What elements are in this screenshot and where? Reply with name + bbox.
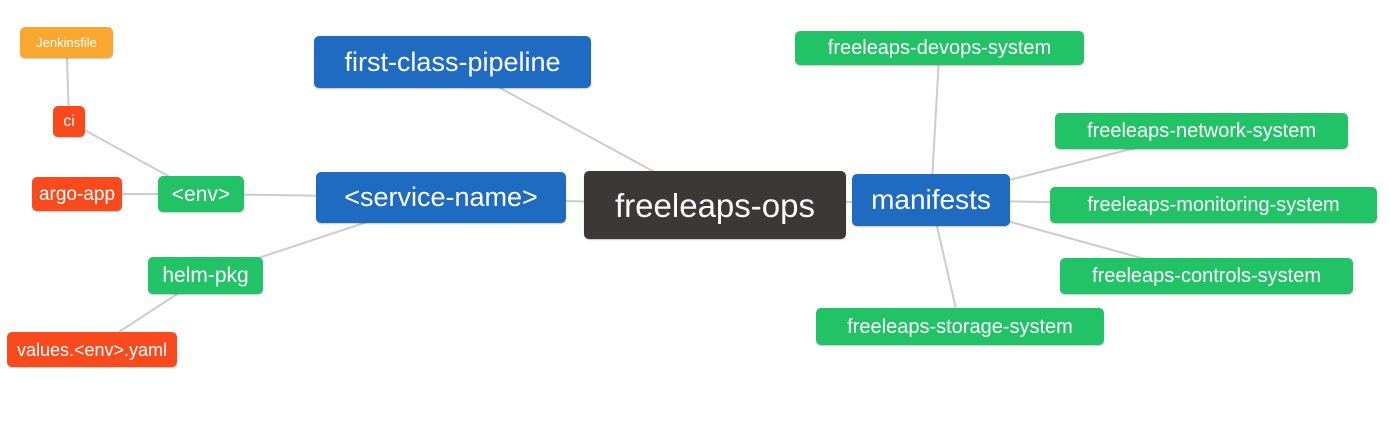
node-label-env: <env> — [171, 182, 231, 206]
node-service-name[interactable]: <service-name> — [316, 172, 566, 223]
node-first-class-pipeline[interactable]: first-class-pipeline — [314, 36, 591, 88]
node-label-helm-pkg: helm-pkg — [162, 264, 249, 287]
node-monitoring-system[interactable]: freeleaps-monitoring-system — [1050, 187, 1377, 223]
node-label-network-system: freeleaps-network-system — [1087, 120, 1316, 142]
node-label-service-name: <service-name> — [344, 182, 538, 212]
node-jenkinsfile[interactable]: Jenkinsfile — [20, 27, 113, 58]
node-label-ci: ci — [63, 112, 75, 130]
node-helm-pkg[interactable]: helm-pkg — [148, 257, 263, 294]
node-devops-system[interactable]: freeleaps-devops-system — [795, 31, 1084, 65]
node-label-controls-system: freeleaps-controls-system — [1092, 265, 1321, 287]
node-label-freeleaps-ops: freeleaps-ops — [615, 186, 815, 224]
node-values-env-yaml[interactable]: values.<env>.yaml — [7, 332, 177, 367]
node-label-argo-app: argo-app — [38, 183, 116, 205]
node-freeleaps-ops[interactable]: freeleaps-ops — [584, 171, 846, 239]
node-controls-system[interactable]: freeleaps-controls-system — [1060, 258, 1353, 294]
node-argo-app[interactable]: argo-app — [32, 177, 122, 211]
node-network-system[interactable]: freeleaps-network-system — [1055, 113, 1348, 149]
node-label-monitoring-system: freeleaps-monitoring-system — [1087, 194, 1340, 216]
node-label-devops-system: freeleaps-devops-system — [827, 37, 1052, 59]
node-manifests[interactable]: manifests — [852, 174, 1010, 226]
node-storage-system[interactable]: freeleaps-storage-system — [816, 308, 1104, 345]
node-label-first-class-pipeline: first-class-pipeline — [344, 46, 561, 77]
node-label-jenkinsfile: Jenkinsfile — [36, 35, 97, 50]
node-label-manifests: manifests — [871, 184, 991, 215]
node-env[interactable]: <env> — [158, 176, 244, 212]
node-label-storage-system: freeleaps-storage-system — [847, 315, 1073, 338]
node-ci[interactable]: ci — [53, 106, 85, 137]
node-label-values-env-yaml: values.<env>.yaml — [16, 339, 168, 360]
